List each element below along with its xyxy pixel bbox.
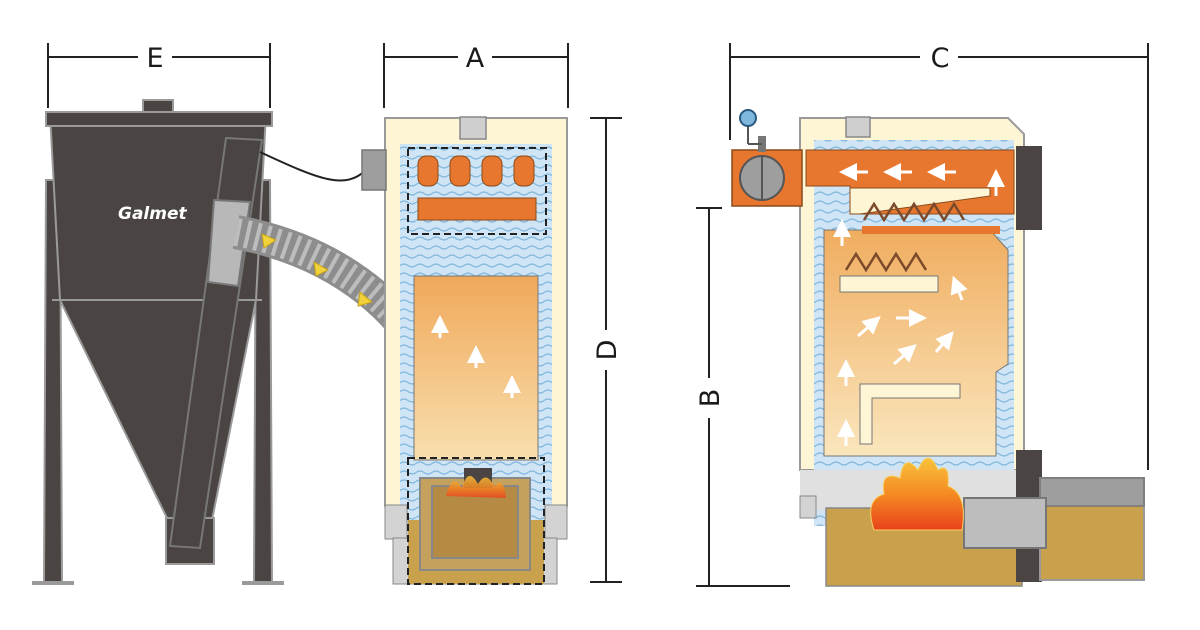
dimension-label-b: B xyxy=(695,389,726,408)
brand-logo: Galmet xyxy=(118,204,187,224)
dimension-label-a: A xyxy=(466,43,485,74)
dimension-label-c: C xyxy=(931,43,950,74)
dimension-a xyxy=(383,43,569,108)
dimension-b xyxy=(696,207,790,587)
boiler-side xyxy=(731,109,1145,587)
boiler-front xyxy=(361,116,568,585)
dimension-d xyxy=(590,117,622,583)
side-flow-arrows xyxy=(833,163,1005,446)
flame-icon xyxy=(446,475,506,498)
dimension-label-d: D xyxy=(592,340,623,361)
pressure-gauge-icon xyxy=(739,109,762,145)
dimension-c xyxy=(729,43,1149,470)
front-flow-arrows xyxy=(431,315,521,398)
power-cable xyxy=(259,151,367,182)
burner-flame-icon xyxy=(870,457,964,531)
dimension-e xyxy=(47,43,271,108)
dimension-label-e: E xyxy=(146,43,163,74)
